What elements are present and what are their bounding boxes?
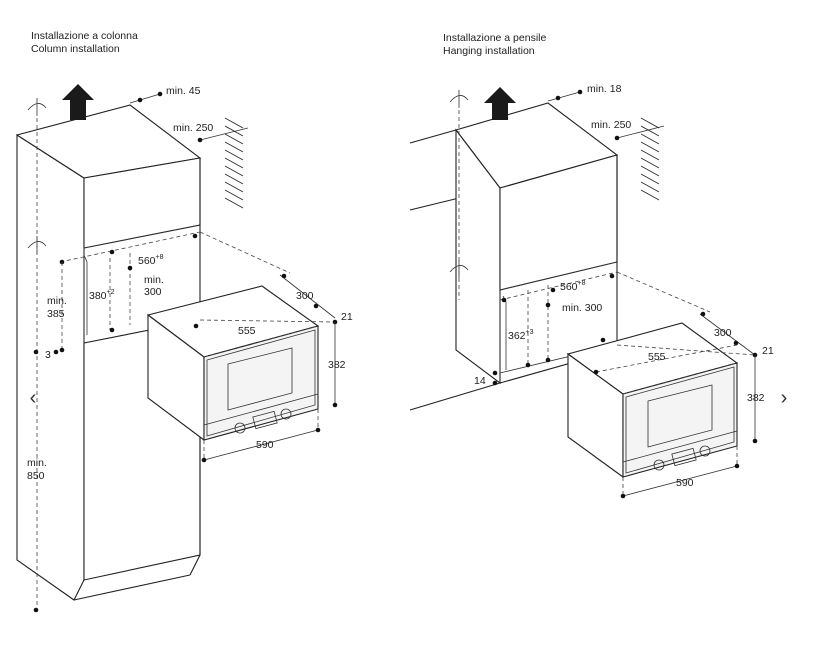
column-title-it: Installazione a colonna <box>31 30 138 42</box>
column-vent-arrow-icon <box>62 84 94 120</box>
column-title-en: Column installation <box>31 43 120 55</box>
hang-dim-300: 300 <box>714 327 732 339</box>
col-dim-min45: min. 45 <box>166 85 201 97</box>
col-dim-min300-b: 300 <box>144 286 162 298</box>
hanging-oven <box>566 322 739 479</box>
column-wall-hatch <box>224 117 244 209</box>
column-installation-title: Installazione a colonna Column installat… <box>31 30 138 56</box>
col-dim-21: 21 <box>341 311 353 323</box>
column-oven <box>146 285 320 442</box>
hang-dim-min300: min. 300 <box>562 302 602 314</box>
col-dim-555: 555 <box>238 325 256 337</box>
column-dimension-lines <box>33 91 338 613</box>
next-image-chevron-icon[interactable]: › <box>780 387 788 409</box>
col-dim-380: 380 <box>89 290 107 302</box>
hang-dim-560: 560 <box>560 281 578 293</box>
col-dim-560-tol: +8 <box>156 254 164 261</box>
svg-text:362+3: 362+3 <box>508 329 534 342</box>
svg-text:560+8: 560+8 <box>138 254 164 267</box>
hang-dim-14: 14 <box>474 375 486 387</box>
column-cabinet-side <box>16 133 85 601</box>
hang-dim-21: 21 <box>762 345 774 357</box>
hanging-title-en: Hanging installation <box>443 45 535 57</box>
col-dim-min250: min. 250 <box>173 122 213 134</box>
column-installation-drawing: min. 45 min. 250 560+8 min. 300 380+2 mi… <box>15 84 353 613</box>
col-dim-min300-a: min. <box>144 274 164 286</box>
col-dim-300: 300 <box>296 290 314 302</box>
hanging-dimension-lines <box>492 89 758 499</box>
col-dim-382: 382 <box>328 359 346 371</box>
hang-dim-382: 382 <box>747 392 765 404</box>
col-dim-590: 590 <box>256 439 274 451</box>
svg-text:380+2: 380+2 <box>89 289 115 302</box>
previous-image-chevron-icon[interactable]: ‹ <box>29 387 37 409</box>
hang-dim-min18: min. 18 <box>587 83 622 95</box>
col-dim-min385-b: 385 <box>47 308 65 320</box>
hang-dim-590: 590 <box>676 477 694 489</box>
hang-dim-555: 555 <box>648 351 666 363</box>
hanging-installation-drawing: min. 18 min. 250 560+8 min. 300 362+3 14… <box>409 83 774 499</box>
hang-dim-362: 362 <box>508 330 526 342</box>
hang-dim-560-tol: +8 <box>578 280 586 287</box>
hanging-wall-hatch <box>640 117 660 201</box>
col-dim-min850-a: min. <box>27 457 47 469</box>
col-dim-min850-b: 850 <box>27 470 45 482</box>
hanging-installation-title: Installazione a pensile Hanging installa… <box>443 32 546 58</box>
svg-text:560+8: 560+8 <box>560 280 586 293</box>
hang-dim-min250: min. 250 <box>591 119 631 131</box>
hang-dim-362-tol: +3 <box>526 329 534 336</box>
col-dim-min385-a: min. <box>47 295 67 307</box>
hanging-title-it: Installazione a pensile <box>443 32 547 44</box>
col-dim-380-tol: +2 <box>107 289 115 296</box>
col-dim-560: 560 <box>138 255 156 267</box>
hanging-vent-arrow-icon <box>484 87 516 120</box>
col-dim-3: 3 <box>45 349 51 361</box>
